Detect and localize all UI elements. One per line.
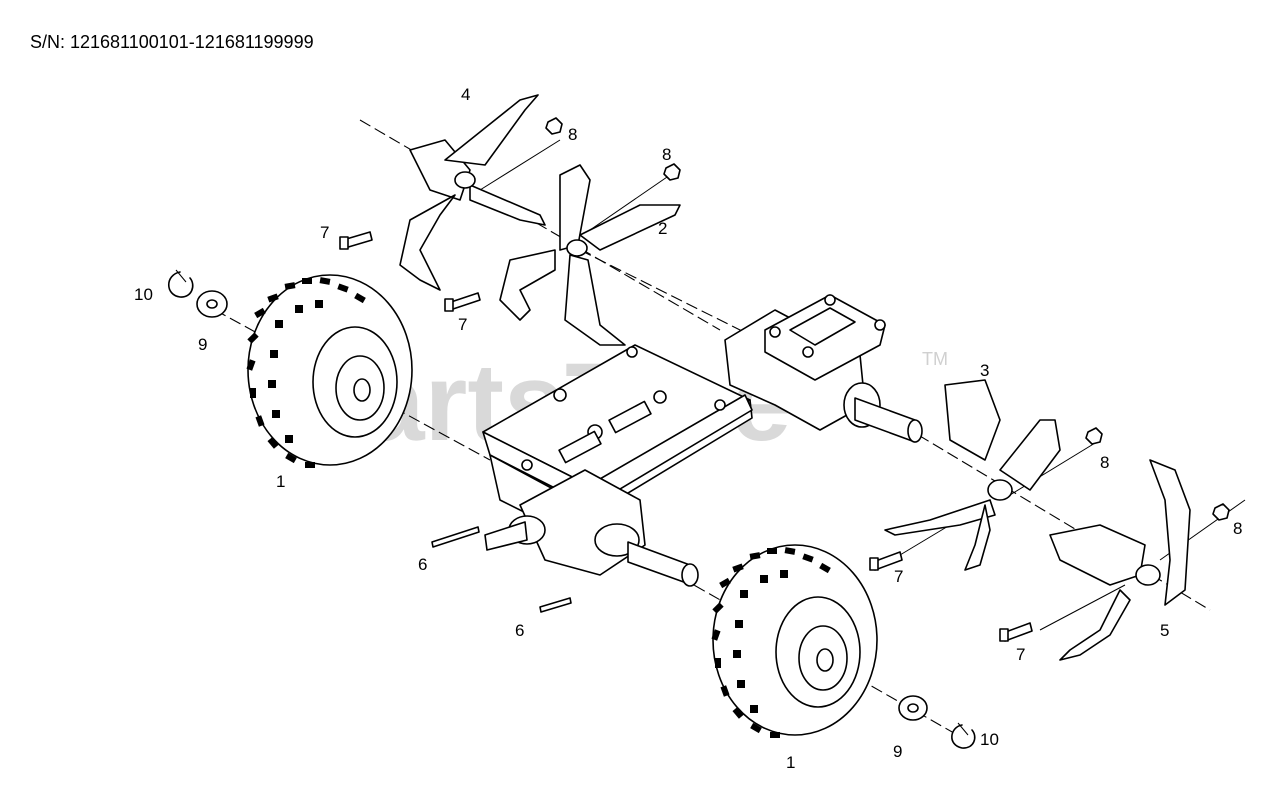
wheel-left (246, 274, 413, 468)
callout-nut-8-right: 8 (1100, 453, 1109, 472)
bolt-7-center (444, 292, 481, 312)
callout-bolt-7-upper-left: 7 (320, 223, 329, 242)
bolt-7-upper-left (339, 231, 373, 250)
tine-assembly-2 (499, 164, 681, 346)
washer-9-right (898, 695, 928, 721)
nut-8-top-center (663, 163, 681, 181)
callout-washer-9-left: 9 (198, 335, 207, 354)
pin-6-left (431, 526, 480, 548)
washer-9-left (196, 290, 228, 318)
pin-6-lower (539, 597, 572, 613)
nut-8-right (1085, 427, 1103, 445)
wheel-right (711, 544, 878, 738)
clip-10-right (951, 722, 976, 749)
nut-8-far-right (1212, 503, 1230, 521)
callout-bolt-7-right: 7 (894, 567, 903, 586)
callout-washer-9-right: 9 (893, 742, 902, 761)
callout-pin-6-left: 6 (418, 555, 427, 574)
callout-bolt-7-lower-right: 7 (1016, 645, 1025, 664)
callout-nut-8-top-left: 8 (568, 125, 577, 144)
callout-labels: 1 1 2 3 4 5 6 6 7 7 7 7 8 8 8 8 9 9 10 1… (134, 85, 1242, 772)
callout-clip-10-left: 10 (134, 285, 153, 304)
callout-tine-5: 5 (1160, 621, 1169, 640)
transmission-frame (482, 294, 923, 587)
callout-wheel-left: 1 (276, 472, 285, 491)
callout-tine-4: 4 (461, 85, 470, 104)
callout-tine-3: 3 (980, 361, 989, 380)
callout-tine-2: 2 (658, 219, 667, 238)
callout-nut-8-far-right: 8 (1233, 519, 1242, 538)
callout-bolt-7-center: 7 (458, 315, 467, 334)
tine-assembly-3 (884, 379, 1061, 571)
serial-number-range: S/N: 121681100101-121681199999 (30, 32, 314, 52)
callout-clip-10-right: 10 (980, 730, 999, 749)
callout-pin-6-lower: 6 (515, 621, 524, 640)
bolt-7-lower-right (999, 622, 1033, 642)
callout-wheel-right: 1 (786, 753, 795, 772)
clip-10-left (167, 269, 194, 298)
tine-assembly-4 (399, 94, 546, 291)
bolt-7-right (869, 551, 903, 571)
callout-nut-8-top-center: 8 (662, 145, 671, 164)
tine-assembly-5 (1049, 459, 1191, 661)
watermark-trademark: TM (922, 349, 948, 369)
nut-8-top-left (545, 117, 563, 135)
